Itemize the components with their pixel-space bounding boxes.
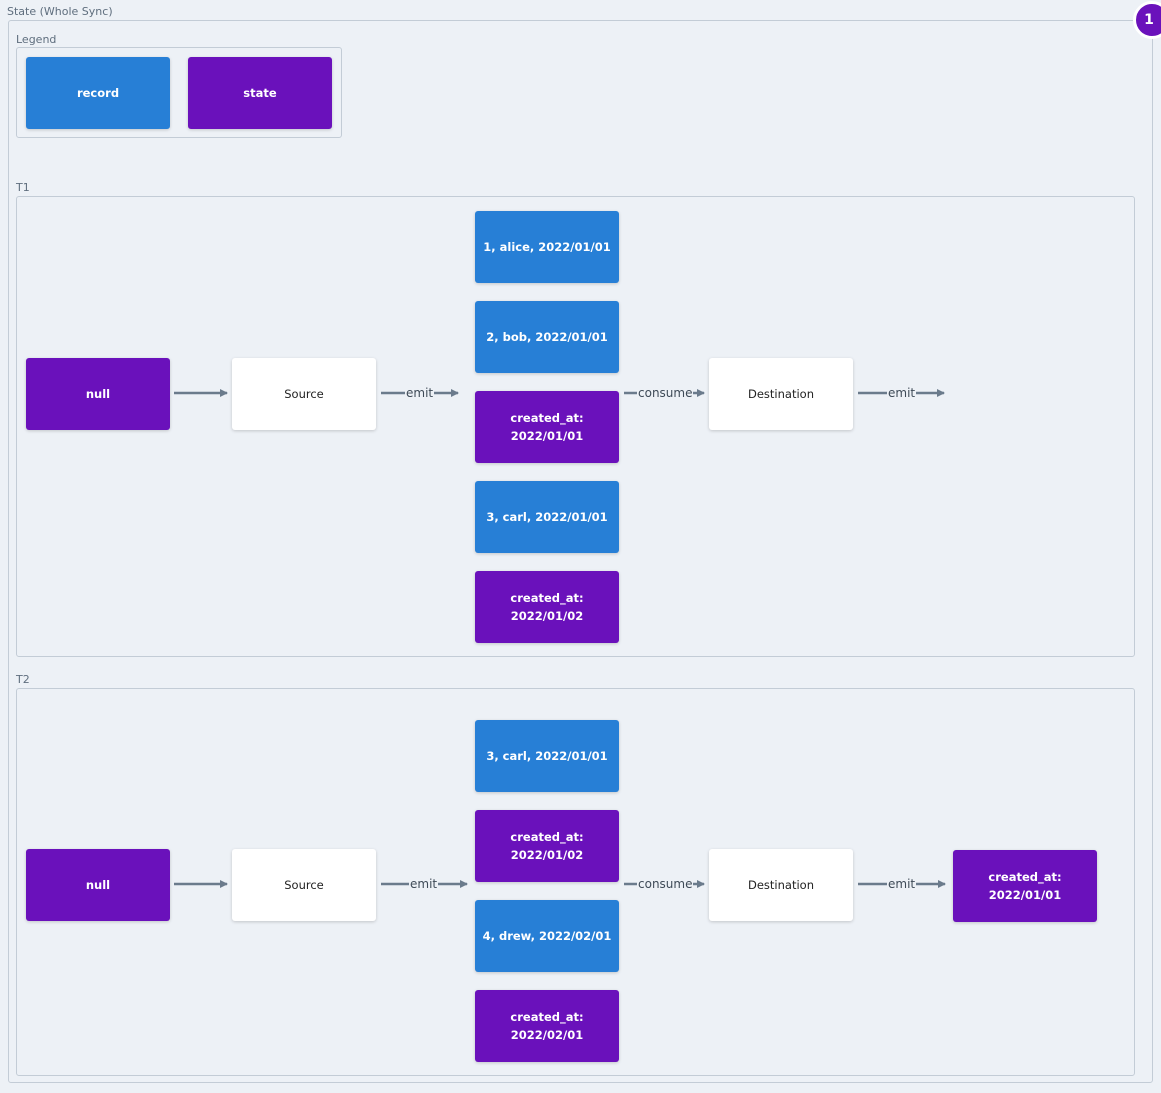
legend-frame	[16, 47, 342, 138]
t2-dest-emit-label: emit	[887, 877, 917, 891]
t2-message: created_at: 2022/01/02	[475, 810, 619, 882]
t1-message: created_at: 2022/01/01	[475, 391, 619, 463]
t1-frame	[16, 196, 1135, 657]
t2-consume-label: consume	[637, 877, 694, 891]
t1-emit-label: emit	[405, 386, 435, 400]
t1-dest-emit-label: emit	[887, 386, 917, 400]
t1-message: 2, bob, 2022/01/01	[475, 301, 619, 373]
t2-destination: Destination	[709, 849, 853, 921]
t2-message: 3, carl, 2022/01/01	[475, 720, 619, 792]
t2-message: created_at: 2022/02/01	[475, 990, 619, 1062]
t1-message: created_at: 2022/01/02	[475, 571, 619, 643]
t2-source: Source	[232, 849, 376, 921]
outer-frame	[8, 20, 1153, 1083]
t2-emit-label: emit	[409, 877, 439, 891]
t1-label: T1	[16, 181, 30, 194]
t2-null-state: null	[26, 849, 170, 921]
legend-label: Legend	[16, 33, 57, 46]
t1-null-state: null	[26, 358, 170, 430]
t1-consume-label: consume	[637, 386, 694, 400]
t1-source: Source	[232, 358, 376, 430]
t1-message: 3, carl, 2022/01/01	[475, 481, 619, 553]
legend-state: state	[188, 57, 332, 129]
t2-frame	[16, 688, 1135, 1076]
t1-message: 1, alice, 2022/01/01	[475, 211, 619, 283]
t1-destination: Destination	[709, 358, 853, 430]
t2-message: 4, drew, 2022/02/01	[475, 900, 619, 972]
t2-output-state: created_at: 2022/01/01	[953, 850, 1097, 922]
step-badge: 1	[1133, 1, 1161, 39]
legend-record: record	[26, 57, 170, 129]
t2-label: T2	[16, 673, 30, 686]
diagram-title: State (Whole Sync)	[7, 5, 113, 18]
